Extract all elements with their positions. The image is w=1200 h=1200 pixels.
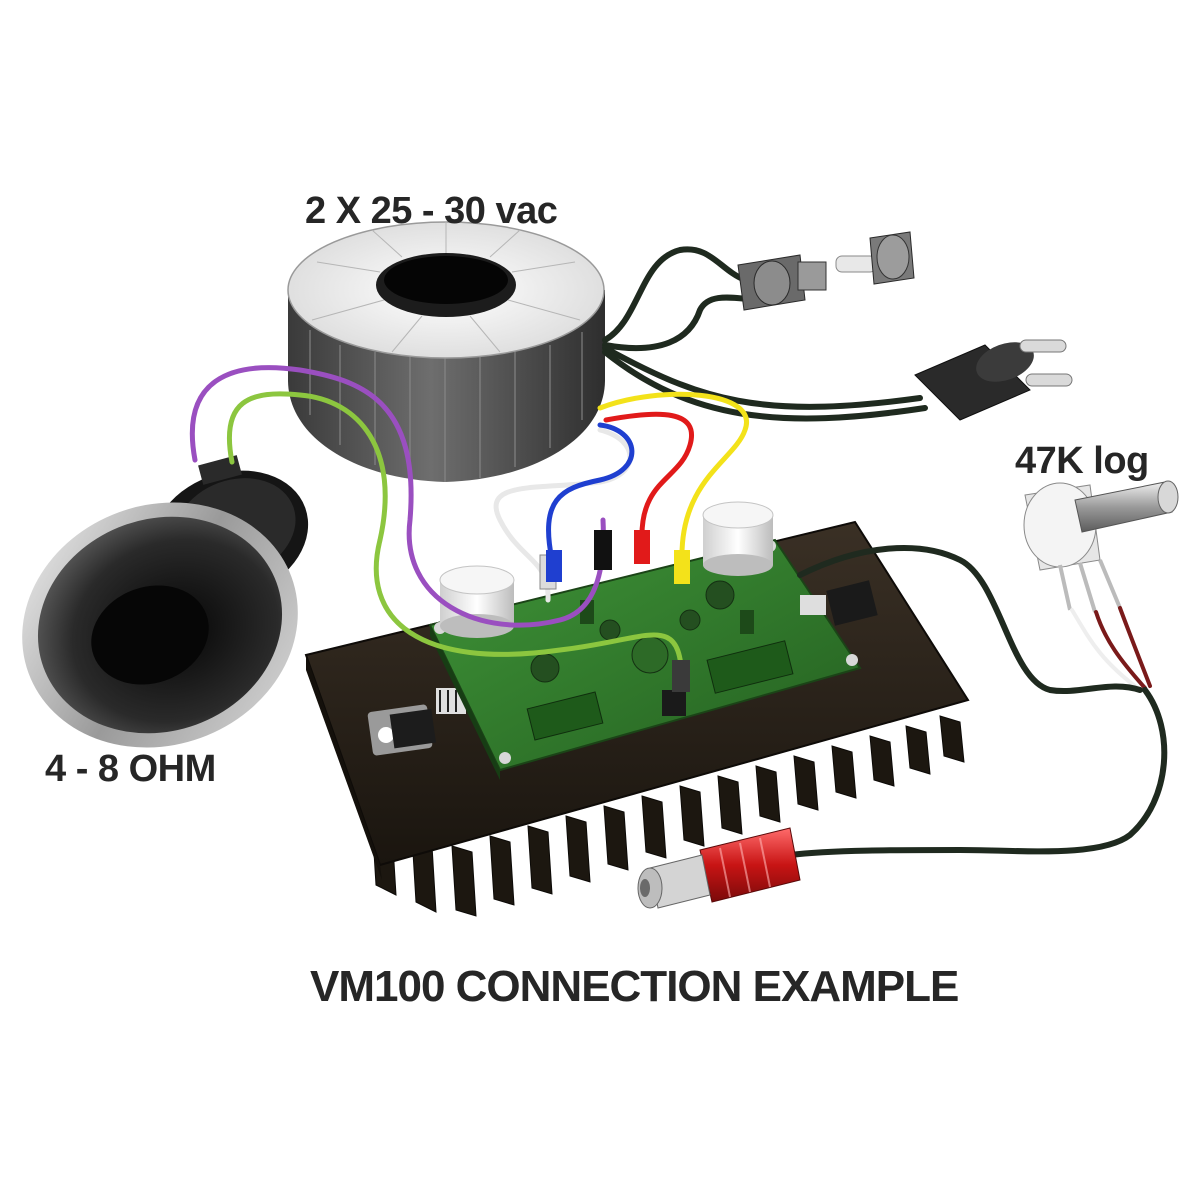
fuse-holder [737, 231, 915, 311]
capacitor-left [439, 565, 515, 638]
heatsink-fins [371, 715, 965, 917]
wire-yellow [597, 391, 749, 563]
transformer-wires [493, 391, 749, 603]
loudspeaker [22, 455, 309, 748]
speaker-impedance-label: 4 - 8 OHM [45, 748, 216, 790]
speaker-wires [189, 365, 685, 683]
regulator-transistor [367, 688, 466, 756]
transformer-voltage-label: 2 X 25 - 30 vac [305, 190, 558, 232]
pot-wires [1070, 606, 1152, 692]
pcb-board [428, 538, 878, 780]
potentiometer [1023, 480, 1179, 613]
wire-connectors [539, 530, 690, 692]
rca-plug [637, 827, 801, 909]
wire-green [226, 391, 685, 683]
signal-cable [787, 545, 1168, 858]
toroidal-transformer [287, 221, 605, 482]
capacitor-right [702, 501, 774, 576]
diagram-title: VM100 CONNECTION EXAMPLE [310, 962, 959, 1011]
mains-plug [914, 339, 1073, 421]
wire-red [603, 411, 694, 543]
wire-blue [546, 422, 635, 563]
heatsink-front-edge [306, 655, 382, 880]
wire-purple [189, 365, 606, 628]
potentiometer-label: 47K log [1015, 440, 1149, 482]
